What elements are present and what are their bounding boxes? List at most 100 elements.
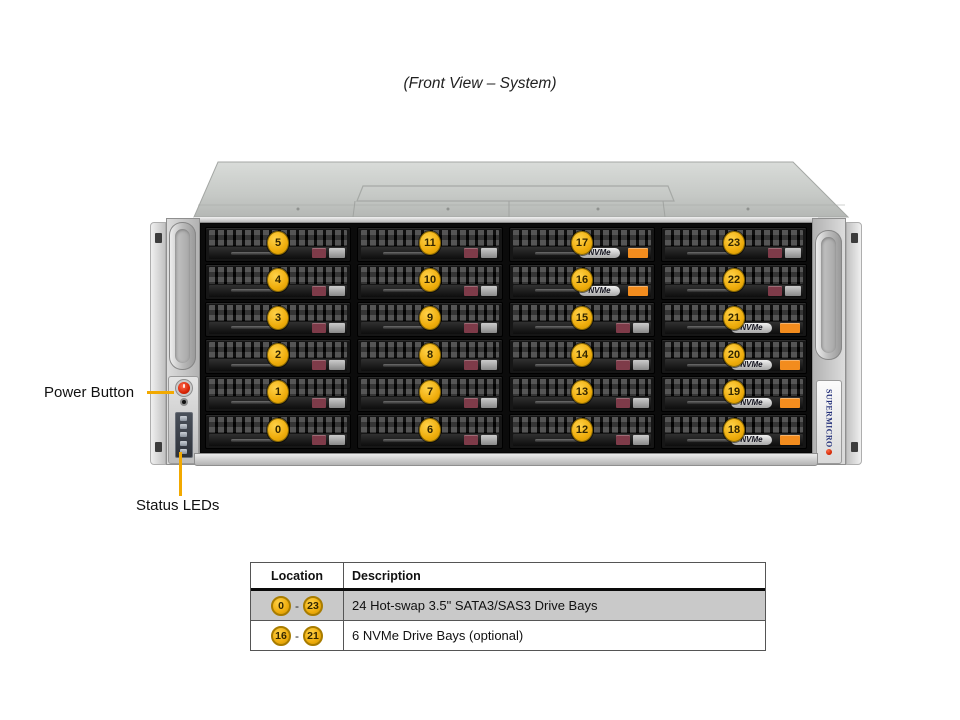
bay-number-badge: 5 — [267, 231, 289, 255]
nvme-label: NVMe — [731, 322, 772, 333]
bay-latch — [312, 248, 326, 259]
bay-number-badge: 0 — [267, 417, 289, 442]
bay-number-badge: 21 — [723, 305, 745, 330]
bay-number-badge: 10 — [419, 268, 441, 293]
rack-tab-left — [150, 222, 166, 465]
nvme-label: NVMe — [579, 285, 620, 296]
bay-latch — [779, 360, 800, 371]
bay-release-lever — [383, 363, 428, 367]
led-icon — [180, 416, 187, 422]
bay-latch — [768, 285, 782, 296]
bay-latch — [616, 397, 630, 408]
drive-bay-22: 22 — [661, 264, 807, 300]
bay-release-lever — [687, 363, 732, 367]
rack-handle-right — [815, 230, 842, 360]
bay-number-badge: 17 — [571, 231, 593, 255]
nvme-label: NVMe — [731, 435, 772, 445]
location-badge: 0 — [271, 595, 291, 616]
led-icon — [180, 440, 187, 446]
bay-release-lever — [383, 326, 428, 330]
status-leds-label: Status LEDs — [136, 497, 220, 514]
bay-release-lever — [687, 326, 732, 330]
legend-location-cell: 16-21 — [251, 621, 344, 650]
bay-release-lever — [535, 401, 580, 405]
bay-release-lever — [231, 438, 276, 442]
bay-number-badge: 7 — [419, 380, 441, 405]
bay-end-cap — [329, 360, 345, 371]
bay-release-lever — [535, 289, 580, 293]
drive-bay-14: 14 — [509, 338, 655, 375]
drive-bay-4: 4 — [205, 264, 351, 300]
bay-number-badge: 18 — [723, 417, 745, 442]
bay-release-lever — [231, 363, 276, 367]
bay-number-badge: 16 — [571, 268, 593, 293]
bay-end-cap — [633, 360, 649, 371]
bay-end-cap — [481, 360, 497, 371]
bay-number-badge: 4 — [267, 268, 289, 293]
bay-latch — [312, 360, 326, 371]
bay-release-lever — [687, 401, 732, 405]
led-icon — [180, 424, 187, 430]
drive-bay-23: 23 — [661, 227, 807, 263]
bay-latch — [464, 397, 478, 408]
logo-dot-icon — [826, 449, 832, 456]
bay-number-badge: 22 — [723, 268, 745, 293]
bay-release-lever — [231, 326, 276, 330]
power-button-label: Power Button — [44, 384, 135, 401]
bay-number-badge: 11 — [419, 231, 441, 255]
bay-latch — [464, 360, 478, 371]
location-badge: 21 — [303, 625, 323, 646]
nvme-label: NVMe — [731, 360, 772, 371]
bay-release-lever — [535, 326, 580, 330]
bay-release-lever — [383, 401, 428, 405]
bay-end-cap — [329, 322, 345, 333]
bay-release-lever — [231, 289, 276, 293]
bay-latch — [464, 285, 478, 296]
bay-number-badge: 15 — [571, 305, 593, 330]
drive-bay-3: 3 — [205, 301, 351, 337]
legend-description-cell: 24 Hot-swap 3.5" SATA3/SAS3 Drive Bays — [352, 598, 598, 613]
bay-end-cap — [481, 435, 497, 445]
legend-row: 16-21 6 NVMe Drive Bays (optional) — [251, 620, 765, 650]
drive-bay-10: 10 — [357, 264, 503, 300]
bay-latch — [616, 322, 630, 333]
status-leds-callout-line — [179, 452, 182, 496]
bay-number-badge: 12 — [571, 417, 593, 442]
bay-latch — [616, 435, 630, 445]
bay-end-cap — [481, 248, 497, 259]
drive-bay-7: 7 — [357, 376, 503, 412]
bay-number-badge: 23 — [723, 231, 745, 255]
bay-number-badge: 3 — [267, 305, 289, 330]
bay-latch — [312, 285, 326, 296]
bay-latch — [779, 435, 800, 445]
bay-release-lever — [383, 251, 428, 255]
chassis-bottom-rail — [194, 453, 818, 466]
range-dash: - — [295, 598, 299, 613]
drive-bay-2: 2 — [205, 338, 351, 375]
legend-description-cell: 6 NVMe Drive Bays (optional) — [352, 628, 524, 643]
location-badge: 16 — [271, 625, 291, 646]
bay-number-badge: 8 — [419, 342, 441, 367]
bay-latch — [464, 248, 478, 259]
bay-latch — [312, 397, 326, 408]
bay-release-lever — [687, 438, 732, 442]
bay-end-cap — [329, 285, 345, 296]
bay-release-lever — [687, 251, 732, 255]
drive-bay-15: 15 — [509, 301, 655, 337]
drive-bay-9: 9 — [357, 301, 503, 337]
bay-latch — [312, 322, 326, 333]
rack-handle-left — [169, 222, 196, 370]
bay-number-badge: 9 — [419, 305, 441, 330]
bay-end-cap — [329, 435, 345, 445]
bay-number-badge: 1 — [267, 380, 289, 405]
bay-number-badge: 14 — [571, 342, 593, 367]
bay-number-badge: 19 — [723, 380, 745, 405]
